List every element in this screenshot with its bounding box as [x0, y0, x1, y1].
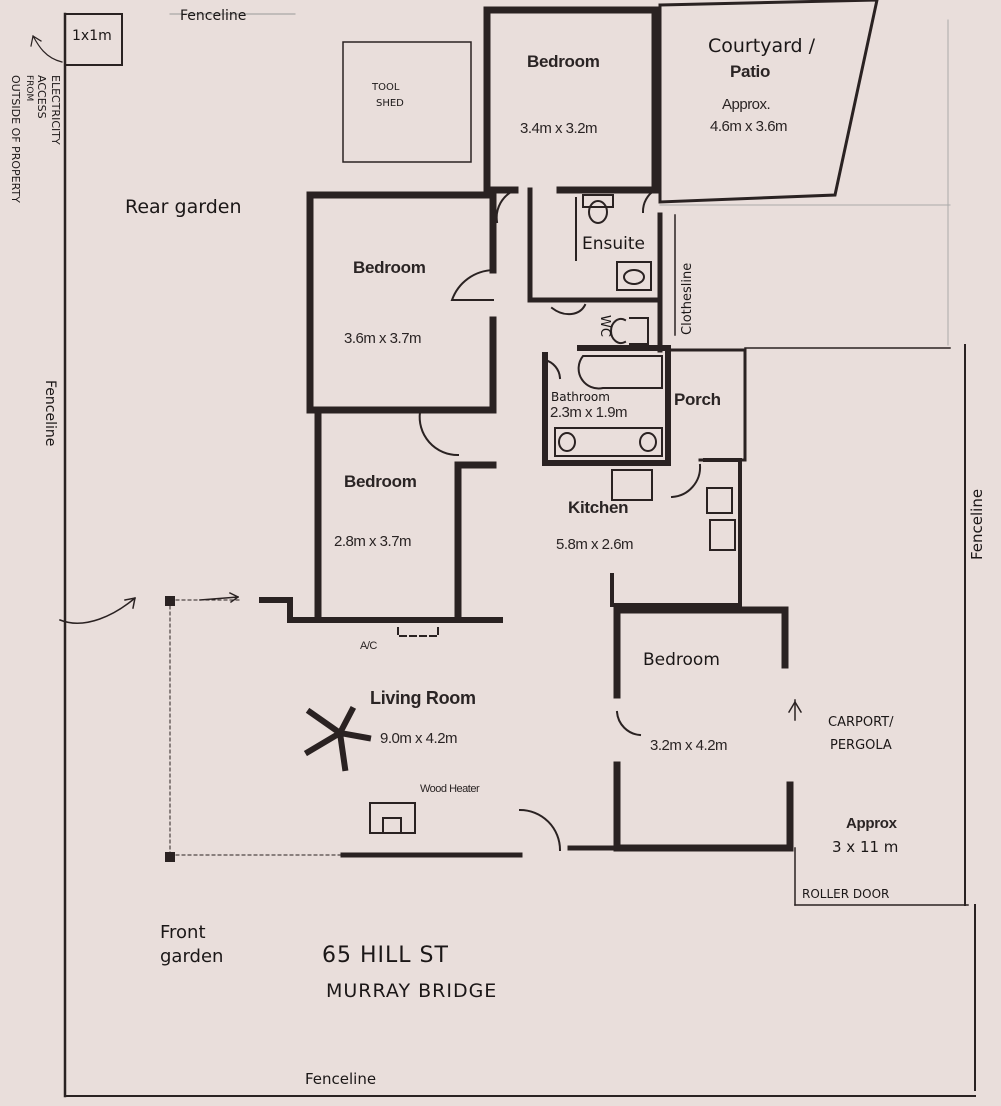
porch-name: Porch [674, 390, 721, 409]
bedroom-top-walls [483, 6, 659, 194]
bedroom-right-walls [613, 606, 794, 852]
bedroom-top-size: 3.4m x 3.2m [520, 120, 598, 137]
tool-shed-label-1: TOOL [372, 82, 400, 93]
electricity-note-4: OUTSIDE OF PROPERTY [9, 75, 22, 203]
bedroom-left-name: Bedroom [353, 258, 426, 277]
tool-shed [342, 41, 472, 163]
carport-size: 3 x 11 m [832, 838, 899, 856]
bedroom-left-walls [306, 191, 497, 414]
electricity-arrow [30, 35, 63, 63]
carport-approx: Approx [846, 815, 897, 832]
front-garden-label-1: Front [160, 922, 206, 943]
fenceline-top-label: Fenceline [180, 8, 247, 24]
fenceline-bottom-label: Fenceline [305, 1070, 377, 1088]
address-line-2: MURRAY BRIDGE [326, 980, 498, 1002]
courtyard-name-2: Patio [730, 62, 771, 81]
bathroom-size: 2.3m x 1.9m [550, 404, 628, 421]
front-garden-label-2: garden [160, 946, 224, 967]
ensuite-walls [527, 187, 663, 303]
bathroom-name: Bathroom [551, 390, 610, 404]
kitchen-size: 5.8m x 2.6m [556, 536, 634, 553]
carport-name-1: CARPORT/ [828, 715, 894, 730]
fenceline-right-label: Fenceline [968, 488, 986, 560]
wood-heater-label: Wood Heater [420, 783, 480, 795]
bedroom-mid-name: Bedroom [344, 472, 417, 491]
ac-unit [397, 627, 439, 637]
living-room-size: 9.0m x 4.2m [380, 730, 458, 747]
electricity-note-1: ELECTRICITY [49, 75, 62, 145]
courtyard-approx: Approx. [722, 96, 771, 113]
kitchen-walls [610, 458, 742, 607]
bedroom-mid-size: 2.8m x 3.7m [334, 533, 412, 550]
courtyard-name-1: Courtyard / [708, 35, 816, 57]
electricity-note-3: FROM [24, 75, 34, 102]
rear-garden-label: Rear garden [125, 196, 242, 218]
address-line-1: 65 HILL ST [322, 943, 449, 968]
ac-label: A/C [360, 640, 377, 652]
bedroom-left-size: 3.6m x 3.7m [344, 330, 422, 347]
carport-name-2: PERGOLA [830, 738, 892, 753]
kitchen-name: Kitchen [568, 498, 629, 517]
courtyard-size: 4.6m x 3.6m [710, 118, 788, 135]
clothesline-label: Clothesline [680, 262, 695, 335]
ceiling-fan-icon [303, 705, 372, 772]
bedroom-top-name: Bedroom [527, 52, 600, 71]
wood-heater [369, 802, 416, 834]
electricity-note-2: ACCESS [35, 75, 48, 119]
electricity-box [64, 13, 123, 66]
ensuite-label: Ensuite [582, 234, 645, 254]
tool-shed-label-2: SHED [376, 98, 404, 109]
bedroom-right-name: Bedroom [643, 650, 720, 670]
living-room-name: Living Room [370, 688, 476, 708]
bathroom-walls [542, 345, 671, 466]
roller-door-label: ROLLER DOOR [802, 887, 890, 901]
courtyard-outline [658, 0, 879, 204]
fenceline-left-label: Fenceline [42, 380, 58, 447]
living-room-walls [169, 599, 241, 859]
electricity-box-label: 1x1m [72, 28, 112, 44]
bedroom-mid-walls [314, 406, 497, 619]
wc-label: WC [597, 315, 612, 337]
bedroom-right-size: 3.2m x 4.2m [650, 737, 728, 754]
